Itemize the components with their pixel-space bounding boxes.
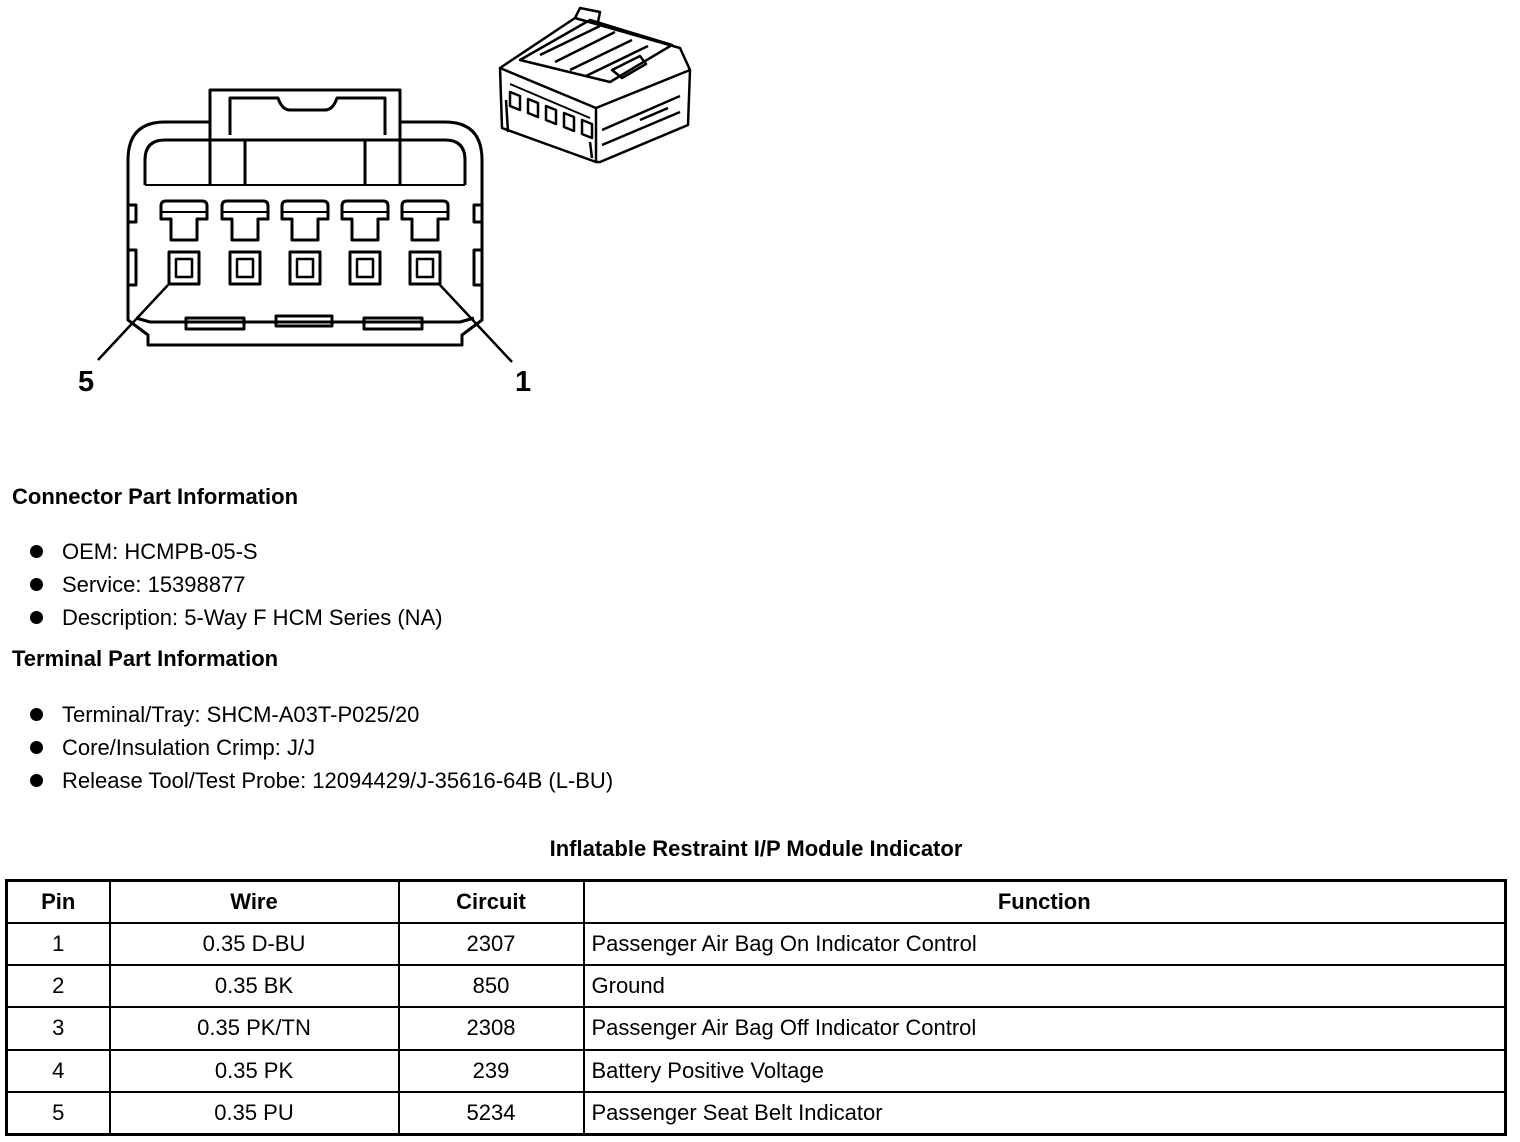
cell-wire: 0.35 PK <box>108 1048 400 1093</box>
list-item: Service: 15398877 <box>0 568 443 601</box>
list-item: Core/Insulation Crimp: J/J <box>0 731 613 764</box>
list-item: Description: 5-Way F HCM Series (NA) <box>0 601 443 634</box>
connector-cavity <box>220 199 270 286</box>
cell-pin: 5 <box>5 1090 111 1136</box>
cell-wire: 0.35 PU <box>108 1090 400 1136</box>
column-header-pin: Pin <box>5 879 111 924</box>
cell-function: Passenger Seat Belt Indicator <box>582 1090 1507 1136</box>
list-item: Terminal/Tray: SHCM-A03T-P025/20 <box>0 698 613 731</box>
cell-circuit: 2307 <box>397 921 585 967</box>
cell-pin: 4 <box>5 1048 111 1093</box>
column-header-circuit: Circuit <box>397 879 585 924</box>
cell-function: Battery Positive Voltage <box>582 1048 1507 1093</box>
bullet-icon <box>30 708 43 721</box>
table-title: Inflatable Restraint I/P Module Indicato… <box>549 836 963 861</box>
table-row: 1 0.35 D-BU 2307 Passenger Air Bag On In… <box>5 921 1507 967</box>
cell-function: Passenger Air Bag On Indicator Control <box>582 921 1507 967</box>
terminal-info-list: Terminal/Tray: SHCM-A03T-P025/20 Core/In… <box>0 698 613 797</box>
table-row: 5 0.35 PU 5234 Passenger Seat Belt Indic… <box>5 1090 1507 1136</box>
cell-pin: 1 <box>5 921 111 967</box>
connector-info-list: OEM: HCMPB-05-S Service: 15398877 Descri… <box>0 535 443 634</box>
connector-isometric-drawing <box>498 6 692 164</box>
list-item: Release Tool/Test Probe: 12094429/J-3561… <box>0 764 613 797</box>
bullet-icon <box>30 545 43 558</box>
table-header-row: Pin Wire Circuit Function <box>5 879 1507 924</box>
connector-cavity <box>400 199 450 286</box>
cell-circuit: 5234 <box>397 1090 585 1136</box>
cell-wire: 0.35 BK <box>108 964 400 1009</box>
terminal-info-heading: Terminal Part Information <box>12 646 279 671</box>
cell-function: Passenger Air Bag Off Indicator Control <box>582 1006 1507 1051</box>
cell-wire: 0.35 PK/TN <box>108 1006 400 1051</box>
cell-circuit: 2308 <box>397 1006 585 1051</box>
cell-pin: 2 <box>5 964 111 1009</box>
connector-cavity <box>159 199 209 286</box>
cell-function: Ground <box>582 964 1507 1009</box>
connector-face-drawing <box>97 6 692 363</box>
table-row: 4 0.35 PK 239 Battery Positive Voltage <box>5 1048 1507 1093</box>
bullet-icon <box>30 774 43 787</box>
pin-5-callout: 5 <box>78 366 95 398</box>
bullet-icon <box>30 611 43 624</box>
table-row: 3 0.35 PK/TN 2308 Passenger Air Bag Off … <box>5 1006 1507 1051</box>
cell-wire: 0.35 D-BU <box>108 921 400 967</box>
bullet-icon <box>30 741 43 754</box>
column-header-wire: Wire <box>108 879 400 924</box>
bullet-icon <box>30 578 43 591</box>
connector-info-heading: Connector Part Information <box>12 484 299 509</box>
cell-circuit: 239 <box>397 1048 585 1093</box>
table-row: 2 0.35 BK 850 Ground <box>5 964 1507 1009</box>
connector-cavity <box>280 199 330 286</box>
column-header-function: Function <box>582 879 1507 924</box>
cell-circuit: 850 <box>397 964 585 1009</box>
list-item: OEM: HCMPB-05-S <box>0 535 443 568</box>
connector-cavity <box>340 199 390 286</box>
pin-1-callout: 1 <box>515 366 532 398</box>
pinout-table: Pin Wire Circuit Function 1 0.35 D-BU 23… <box>5 879 1507 1136</box>
cell-pin: 3 <box>5 1006 111 1051</box>
